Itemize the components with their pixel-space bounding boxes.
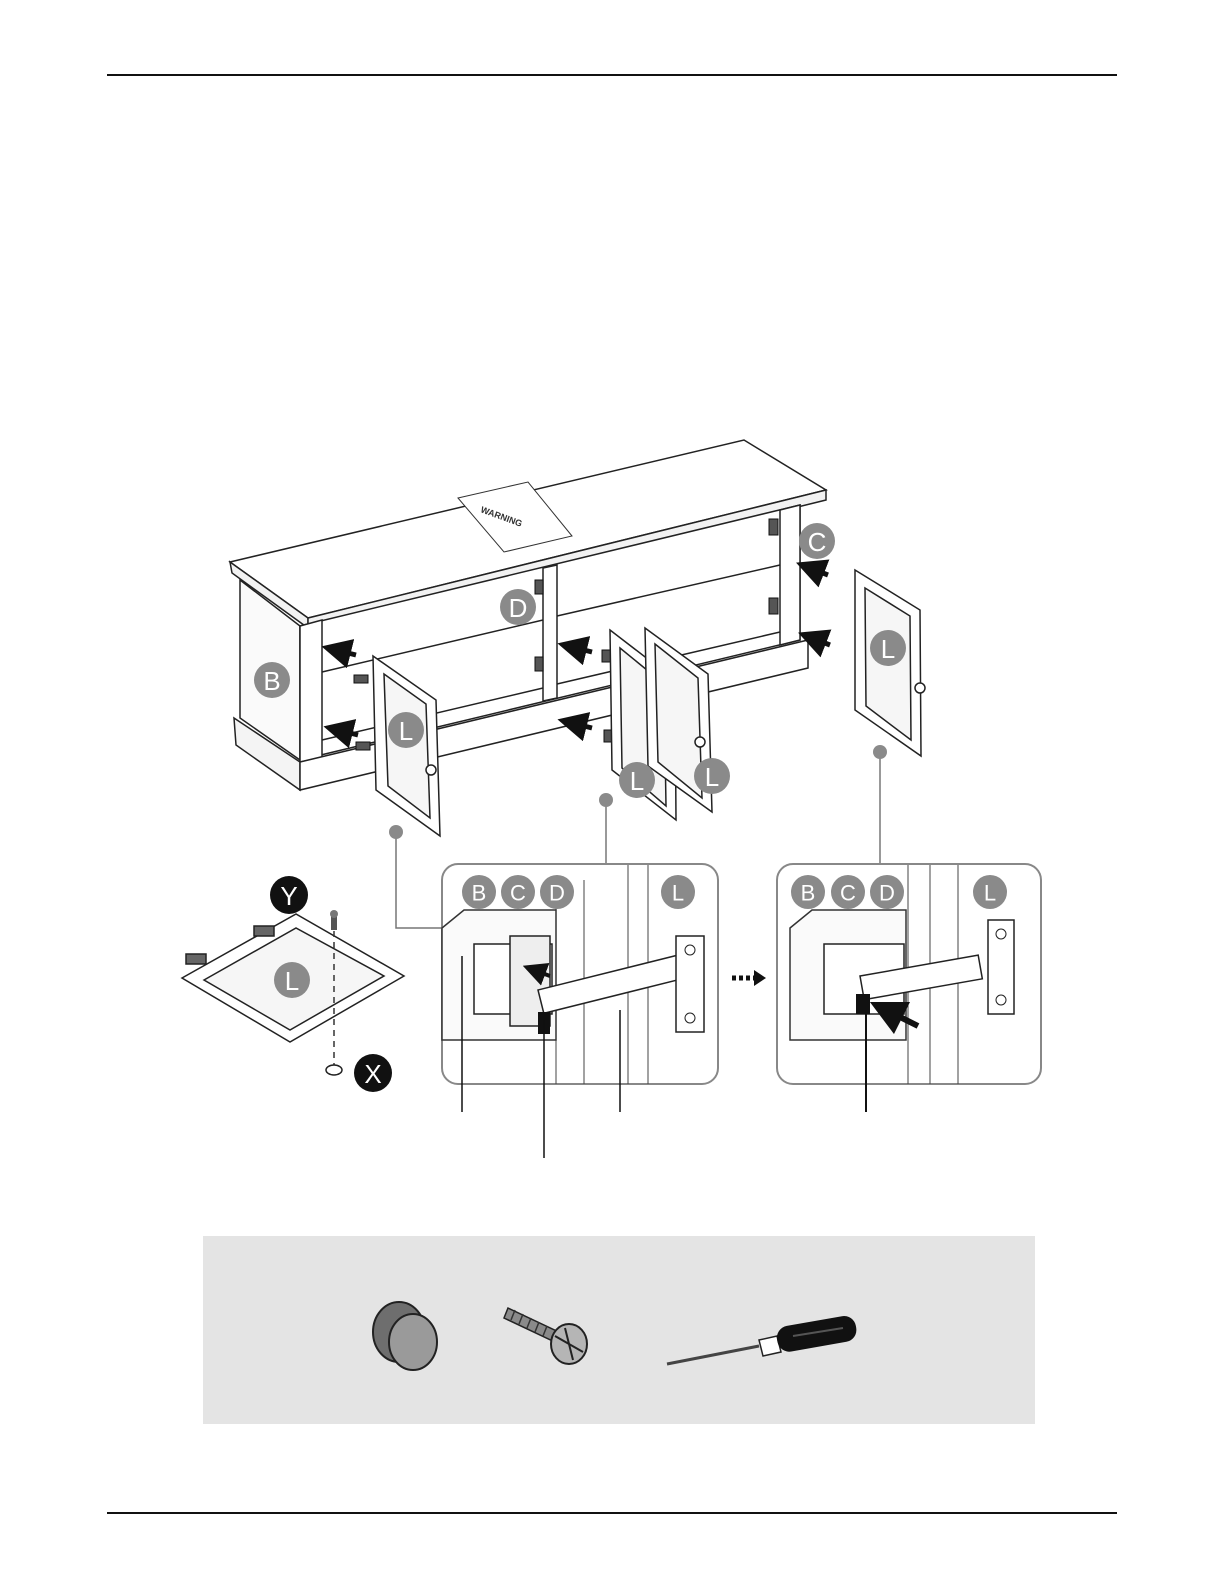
tools-panel <box>203 1236 1035 1424</box>
svg-text:C: C <box>840 881 856 906</box>
knob-icon <box>373 1302 437 1370</box>
callout1-badge-b: B <box>462 875 496 909</box>
svg-text:D: D <box>879 881 895 906</box>
badge-l-door-center-left: L <box>619 762 655 798</box>
svg-text:L: L <box>984 881 996 906</box>
badge-l-door-flat: L <box>274 962 310 998</box>
screwdriver-icon <box>667 1314 858 1364</box>
callout2-badge-d: D <box>870 875 904 909</box>
svg-text:D: D <box>509 593 528 623</box>
badge-l-door-center-right: L <box>694 758 730 794</box>
callout2-badge-l: L <box>973 875 1007 909</box>
svg-text:B: B <box>472 881 487 906</box>
callout1-badge-c: C <box>501 875 535 909</box>
svg-text:X: X <box>364 1059 381 1089</box>
badge-y-screw: Y <box>270 876 308 914</box>
svg-text:D: D <box>549 881 565 906</box>
svg-text:Y: Y <box>280 881 297 911</box>
screw-small <box>330 910 338 930</box>
screw-icon <box>504 1308 587 1364</box>
svg-text:L: L <box>630 766 644 796</box>
svg-text:B: B <box>263 666 280 696</box>
badge-l-door-right: L <box>870 630 906 666</box>
callout2-badge-c: C <box>831 875 865 909</box>
svg-text:L: L <box>705 762 719 792</box>
footer-rule <box>107 1512 1117 1514</box>
badge-l-door-left: L <box>388 712 424 748</box>
svg-text:L: L <box>881 634 895 664</box>
callout1-badge-l: L <box>661 875 695 909</box>
svg-text:C: C <box>510 881 526 906</box>
callout1-badge-d: D <box>540 875 574 909</box>
svg-text:B: B <box>801 881 816 906</box>
badge-b-side-panel: B <box>254 662 290 698</box>
svg-text:C: C <box>808 527 827 557</box>
callout2-badge-b: B <box>791 875 825 909</box>
knob-small <box>326 1065 342 1075</box>
badge-c-divider: C <box>799 523 835 559</box>
badge-x-knob: X <box>354 1054 392 1092</box>
badge-d-center-panel: D <box>500 589 536 625</box>
svg-text:L: L <box>672 881 684 906</box>
svg-text:L: L <box>285 966 299 996</box>
step-arrow <box>732 970 766 986</box>
svg-text:L: L <box>399 716 413 746</box>
